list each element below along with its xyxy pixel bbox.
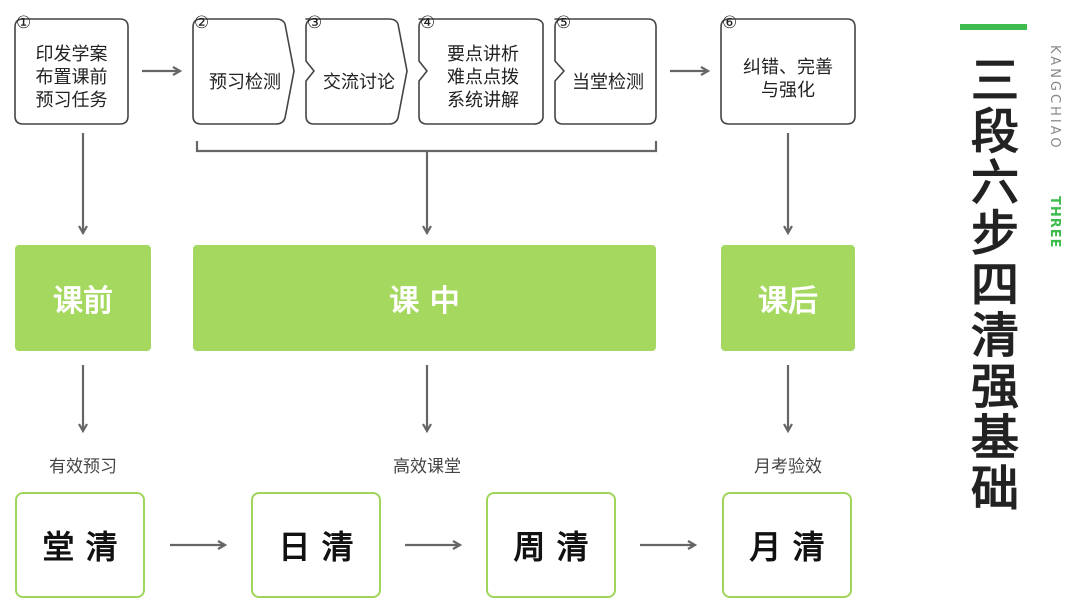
label-efficient-class: 高效课堂 <box>393 457 461 477</box>
result-box-week: 周 清 <box>486 492 616 598</box>
step-box-1 <box>14 18 129 125</box>
step-number-1: ① <box>16 13 32 33</box>
result-box-class: 堂 清 <box>15 492 145 598</box>
phase-box-pre: 课前 <box>15 245 151 351</box>
step-number-6: ⑥ <box>722 13 738 33</box>
step-number-4: ④ <box>420 13 436 33</box>
step-box-4 <box>418 18 544 125</box>
step-text-3: 交流讨论 <box>323 72 395 93</box>
title-char: 六 <box>970 155 1019 211</box>
result-label-class: 堂 清 <box>42 528 118 566</box>
phase-label-mid: 课 中 <box>389 284 460 319</box>
step-number-2: ② <box>194 13 210 33</box>
step-text-1: 印发学案 布置课前 预习任务 <box>35 44 108 111</box>
step-box-2 <box>192 18 295 125</box>
step-box-3 <box>305 18 408 125</box>
result-label-month: 月 清 <box>749 528 825 566</box>
result-box-day: 日 清 <box>251 492 381 598</box>
step-box-5 <box>554 18 657 125</box>
title-char: 基 <box>970 410 1019 466</box>
step-box-6 <box>720 18 856 125</box>
bracket-middle-steps <box>195 141 658 153</box>
title-char: 四 <box>970 257 1019 313</box>
label-monthly-exam: 月考验效 <box>754 457 822 477</box>
title-char: 强 <box>970 359 1019 415</box>
result-box-month: 月 清 <box>722 492 852 598</box>
phase-label-post: 课后 <box>758 284 818 319</box>
result-label-day: 日 清 <box>278 528 354 566</box>
label-effective-preview: 有效预习 <box>49 457 117 477</box>
side-tag-text: THREE <box>1047 196 1062 249</box>
title-char: 三 <box>970 53 1019 109</box>
step-text-4: 要点讲析 难点点拨 系统讲解 <box>447 44 519 111</box>
accent-bar <box>960 24 1027 30</box>
side-title: 三 段 六 步 四 清 强 基 础 <box>966 56 1024 515</box>
step-number-5: ⑤ <box>556 13 572 33</box>
side-english-text: KANGCHIAO <box>1047 45 1062 151</box>
step-text-2: 预习检测 <box>209 72 281 93</box>
step-text-5: 当堂检测 <box>572 72 644 93</box>
title-char: 清 <box>970 308 1019 364</box>
phase-label-pre: 课前 <box>53 284 113 319</box>
step-number-3: ③ <box>307 13 323 33</box>
title-char: 段 <box>970 104 1019 160</box>
phase-box-mid: 课 中 <box>193 245 656 351</box>
title-char: 步 <box>970 206 1019 262</box>
step-text-6: 纠错、完善 与强化 <box>743 57 833 101</box>
title-char: 础 <box>970 461 1019 517</box>
phase-box-post: 课后 <box>721 245 855 351</box>
result-label-week: 周 清 <box>513 528 589 566</box>
